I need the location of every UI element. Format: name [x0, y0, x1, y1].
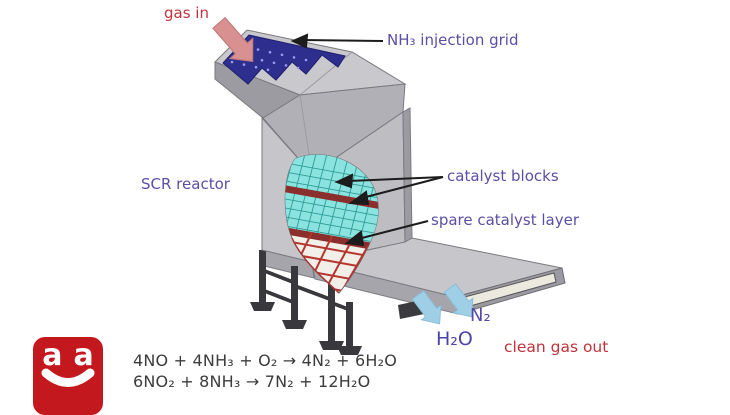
clean-gas-arrow-icons — [411, 283, 474, 325]
leader-lines — [290, 33, 444, 247]
support-stand — [250, 250, 362, 355]
scr-equation-no2: 6NO₂ + 8NH₃ → 7N₂ + 12H₂O — [133, 372, 371, 391]
brand-logo: a a — [33, 337, 103, 415]
spare-catalyst-layer-label: spare catalyst layer — [431, 211, 580, 229]
gas-in-arrow-icon — [212, 16, 254, 62]
n2-label: N₂ — [470, 305, 491, 326]
nh3-injection-grid-label: NH₃ injection grid — [387, 31, 519, 49]
scr-reactor-label: SCR reactor — [141, 175, 230, 193]
logo-smile-icon — [41, 368, 95, 387]
logo-letters: a a — [42, 339, 94, 372]
logo-letter: a — [73, 338, 94, 373]
catalyst-cutaway — [284, 154, 379, 294]
logo-letter: a — [42, 338, 63, 373]
clean-gas-out-label: clean gas out — [504, 338, 609, 356]
scr-reactor-diagram — [212, 16, 566, 355]
h2o-label: H₂O — [436, 328, 473, 350]
catalyst-blocks-label: catalyst blocks — [447, 167, 559, 185]
scr-equation-no: 4NO + 4NH₃ + O₂ → 4N₂ + 6H₂O — [133, 351, 398, 370]
grid-nozzle-dots — [230, 45, 308, 72]
nh3-injection-grid-graphic — [222, 34, 346, 85]
gas-in-label: gas in — [164, 4, 209, 22]
